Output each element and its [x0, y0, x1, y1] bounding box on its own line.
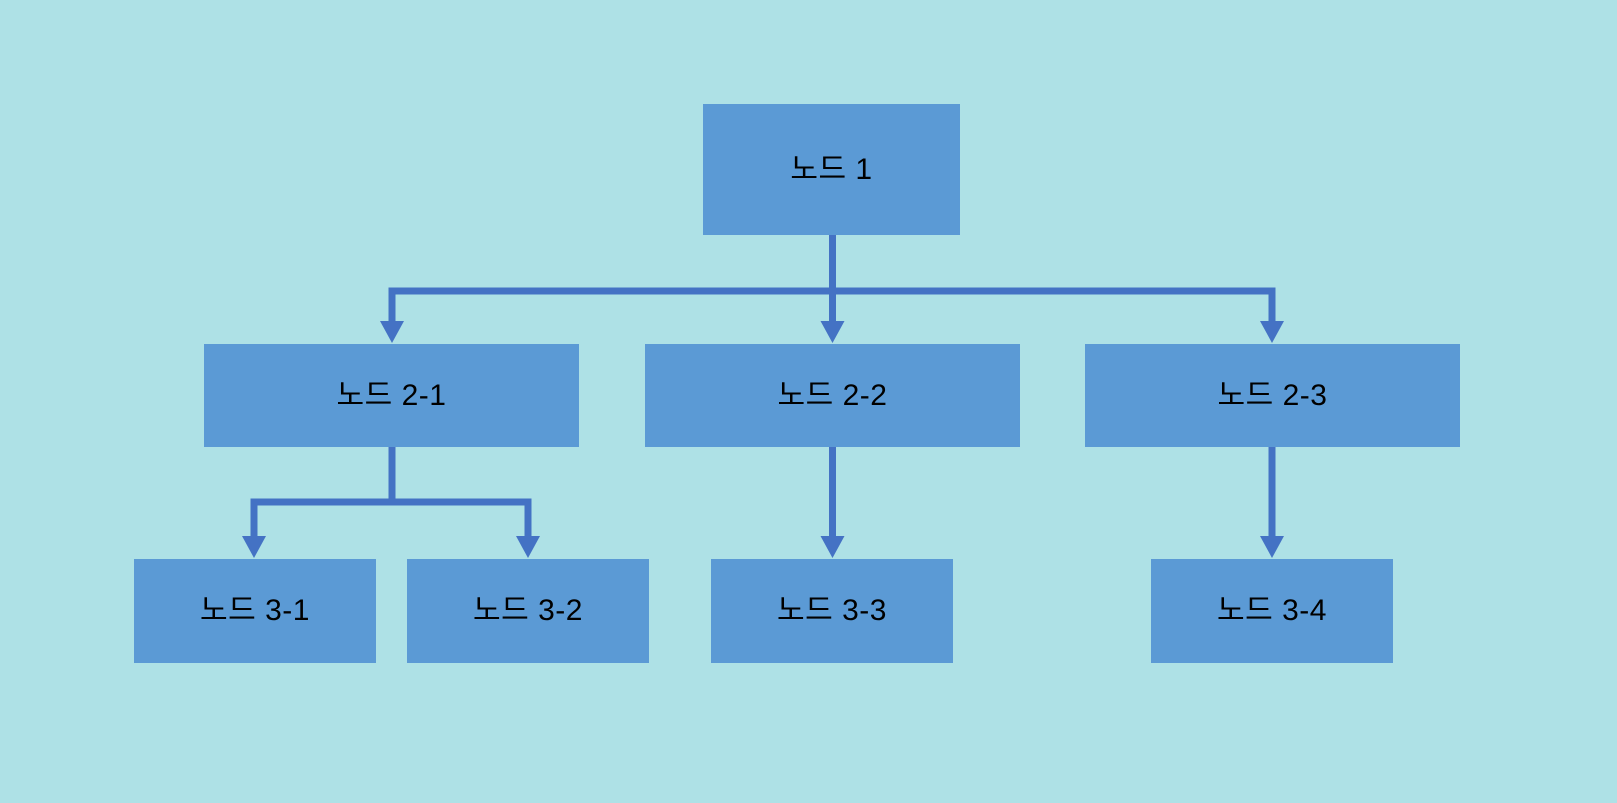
- connector-node2-3-to-node3-4: [1260, 447, 1284, 558]
- node-3-3[interactable]: 노드 3-3: [711, 559, 953, 663]
- node-3-2-label: 노드 3-2: [473, 594, 583, 627]
- node-3-1[interactable]: 노드 3-1: [134, 559, 376, 663]
- node-1-label: 노드 1: [790, 152, 873, 186]
- arrowhead-down-icon: [820, 536, 845, 558]
- node-3-4[interactable]: 노드 3-4: [1151, 559, 1393, 663]
- connector-node2-1-to-children: [242, 447, 540, 558]
- node-3-4-label: 노드 3-4: [1217, 594, 1327, 627]
- connector-node1-to-level2: [380, 234, 1284, 343]
- node-3-1-label: 노드 3-1: [200, 594, 310, 627]
- node-3-3-label: 노드 3-3: [777, 594, 887, 627]
- node-2-3-label: 노드 2-3: [1217, 378, 1328, 412]
- arrowhead-down-icon: [380, 321, 404, 343]
- node-3-2[interactable]: 노드 3-2: [407, 559, 649, 663]
- arrowhead-down-icon: [516, 536, 540, 558]
- node-2-1[interactable]: 노드 2-1: [204, 344, 579, 447]
- arrowhead-down-icon: [1260, 321, 1284, 343]
- arrowhead-down-icon: [1260, 536, 1284, 558]
- node-2-3[interactable]: 노드 2-3: [1085, 344, 1460, 447]
- node-2-2[interactable]: 노드 2-2: [645, 344, 1020, 447]
- node-2-1-label: 노드 2-1: [336, 378, 447, 412]
- node-2-2-label: 노드 2-2: [777, 378, 888, 412]
- connector-node2-2-to-node3-3: [820, 447, 845, 558]
- node-1[interactable]: 노드 1: [703, 104, 960, 235]
- arrowhead-down-icon: [820, 321, 845, 343]
- arrowhead-down-icon: [242, 536, 266, 558]
